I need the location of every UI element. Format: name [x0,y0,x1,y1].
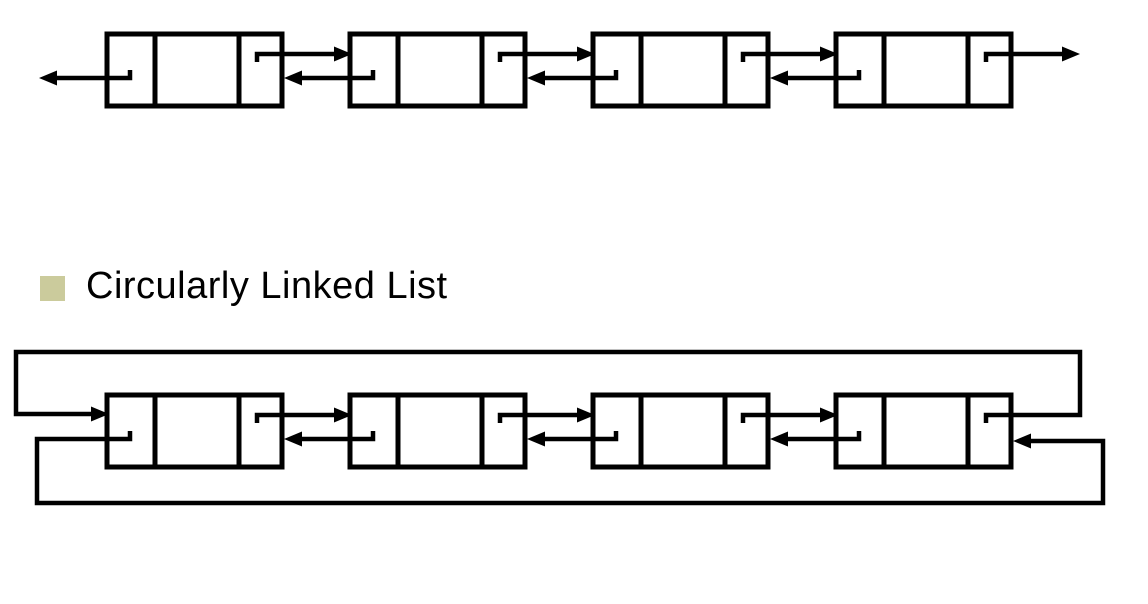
node-box [347,31,528,109]
arrow-shaft [543,431,619,442]
dll-prev-arrow-2-1 [284,70,376,86]
dll-head-prev-null-arrow [39,70,133,86]
arrow-head [284,70,302,86]
dll-next-arrow-2-3 [497,46,595,62]
dll-tail-next-null-arrow [983,46,1080,62]
dll-next-arrow-1-2 [254,46,352,62]
arrow-head [577,46,595,62]
arrow-shaft [55,70,133,81]
arrow-shaft [300,431,376,442]
node-box [833,31,1014,109]
dll-node-3 [590,31,771,109]
arrow-shaft [254,412,336,423]
node-box [104,392,285,470]
arrow-head [284,431,302,447]
cll-node-1 [104,392,285,470]
arrow-head [334,407,352,423]
arrow-head [577,407,595,423]
arrow-shaft [497,412,579,423]
arrow-head [527,70,545,86]
arrow-head [334,46,352,62]
arrow-shaft [786,431,862,442]
doubly-linked-list-diagram [39,31,1080,109]
arrow-head [820,46,838,62]
arrow-head [770,70,788,86]
node-box [104,31,285,109]
arrow-shaft [983,51,1064,62]
cll-next-arrow-2-3 [497,407,595,423]
cll-node-2 [347,392,528,470]
dll-next-arrow-3-4 [740,46,838,62]
cll-prev-arrow-2-1 [284,431,376,447]
arrow-head [820,407,838,423]
node-box [833,392,1014,470]
dll-prev-arrow-3-2 [527,70,619,86]
dll-node-4 [833,31,1014,109]
cll-node-4 [833,392,1014,470]
arrow-shaft [34,431,1106,506]
cll-next-wrap-arrow [13,349,1083,423]
cll-node-3 [590,392,771,470]
arrow-shaft [300,70,376,81]
arrow-head [527,431,545,447]
arrow-shaft [497,51,579,62]
arrow-shaft [254,51,336,62]
dll-node-2 [347,31,528,109]
arrow-shaft [13,349,1083,423]
dll-node-1 [104,31,285,109]
arrow-head [1013,433,1031,449]
cll-next-arrow-1-2 [254,407,352,423]
arrow-shaft [740,412,822,423]
arrow-shaft [786,70,862,81]
arrow-shaft [740,51,822,62]
cll-prev-wrap-arrow [34,431,1106,506]
dll-prev-arrow-4-3 [770,70,862,86]
arrow-head [39,70,57,86]
node-box [347,392,528,470]
arrow-shaft [543,70,619,81]
cll-prev-arrow-3-2 [527,431,619,447]
arrow-head [91,406,109,422]
node-box [590,31,771,109]
node-box [590,392,771,470]
cll-next-arrow-3-4 [740,407,838,423]
circularly-linked-list-diagram [13,349,1106,506]
cll-prev-arrow-4-3 [770,431,862,447]
arrow-head [770,431,788,447]
arrow-head [1062,46,1080,62]
